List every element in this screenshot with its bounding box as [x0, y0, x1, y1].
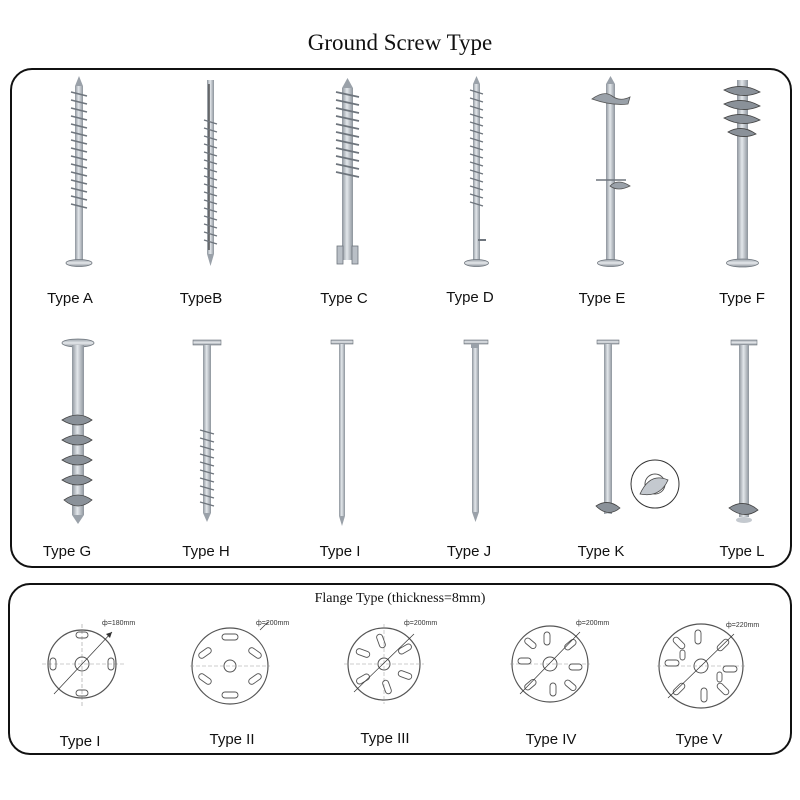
page-title: Ground Screw Type	[307, 30, 493, 55]
screw-type-j	[463, 339, 489, 522]
ground-screw-panel	[10, 68, 792, 568]
caption-type-j: Type J	[446, 543, 492, 560]
flange-type-4	[510, 625, 590, 703]
screw-type-c	[335, 78, 360, 265]
screw-type-h	[192, 339, 222, 522]
caption-type-i: Type I	[319, 543, 361, 560]
caption-type-a: Type A	[47, 290, 93, 307]
flange-5-diameter: ф=220mm	[726, 622, 759, 629]
flange-1-diameter: ф=180mm	[102, 620, 135, 627]
screw-type-d	[464, 76, 489, 267]
flange-type-1	[42, 624, 124, 706]
caption-flange-2: Type II	[209, 731, 255, 748]
caption-type-k: Type K	[577, 543, 625, 560]
caption-flange-4: Type IV	[525, 731, 577, 748]
screw-type-g	[61, 338, 95, 524]
flange-type-3	[344, 624, 424, 704]
caption-flange-5: Type V	[675, 731, 723, 748]
flange-type-2	[190, 621, 270, 705]
caption-type-e: Type E	[578, 290, 626, 307]
flange-2-diameter: ф=200mm	[256, 620, 289, 627]
caption-type-d: Type D	[446, 289, 494, 306]
caption-flange-3: Type III	[360, 730, 410, 747]
screw-type-l	[728, 339, 759, 523]
caption-type-b: TypeB	[179, 290, 223, 307]
caption-type-l: Type L	[719, 543, 765, 560]
caption-type-c: Type C	[320, 290, 368, 307]
flange-heading: Flange Type (thickness=8mm)	[314, 591, 486, 606]
flange-3-diameter: ф=200mm	[404, 620, 437, 627]
screw-type-b	[203, 80, 218, 266]
screw-type-k	[595, 339, 680, 514]
caption-type-g: Type G	[42, 543, 92, 560]
caption-flange-1: Type I	[59, 733, 101, 750]
flange-panel	[8, 583, 792, 755]
caption-type-h: Type H	[182, 543, 230, 560]
screw-type-i	[330, 339, 354, 526]
screw-type-e	[591, 76, 631, 267]
flange-type-5	[657, 623, 745, 709]
screw-type-a	[65, 76, 93, 267]
flange-4-diameter: ф=200mm	[576, 620, 609, 627]
screw-type-f	[723, 80, 761, 268]
caption-type-f: Type F	[719, 290, 765, 307]
